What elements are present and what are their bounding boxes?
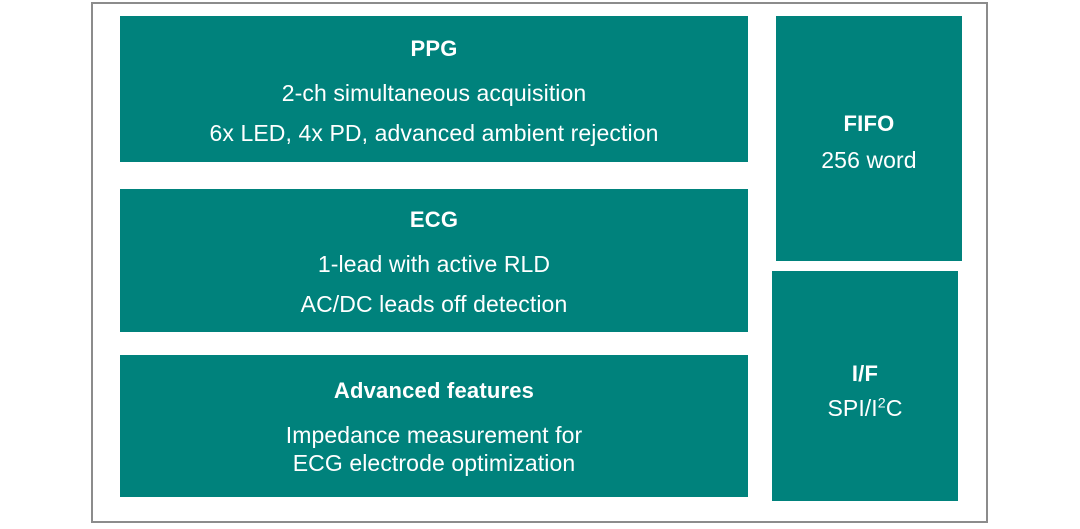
block-advanced-features-line-1: Impedance measurement for xyxy=(285,422,583,449)
block-ecg: ECG 1-lead with active RLD AC/DC leads o… xyxy=(120,189,748,332)
block-interface: I/F SPI/I2C xyxy=(772,271,958,501)
block-fifo-line-1: 256 word xyxy=(821,146,917,173)
block-fifo: FIFO 256 word xyxy=(776,16,962,261)
block-ppg-line-1: 2-ch simultaneous acquisition xyxy=(281,80,587,107)
block-ecg-title: ECG xyxy=(409,206,459,232)
block-ecg-line-1: 1-lead with active RLD xyxy=(317,250,551,277)
block-interface-text-group: I/F SPI/I2C xyxy=(827,361,903,422)
block-advanced-features-line-2: ECG electrode optimization xyxy=(292,450,576,477)
block-advanced-features-title: Advanced features xyxy=(333,378,535,404)
block-interface-line-1: SPI/I2C xyxy=(827,395,903,422)
block-fifo-text-group: FIFO 256 word xyxy=(821,110,917,174)
block-interface-title: I/F xyxy=(851,361,879,387)
block-ecg-line-2: AC/DC leads off detection xyxy=(300,290,568,317)
block-fifo-title: FIFO xyxy=(843,110,895,136)
block-ppg-line-2: 6x LED, 4x PD, advanced ambient rejectio… xyxy=(209,120,659,147)
block-ppg-title: PPG xyxy=(410,36,458,62)
block-advanced-features: Advanced features Impedance measurement … xyxy=(120,355,748,497)
block-ppg: PPG 2-ch simultaneous acquisition 6x LED… xyxy=(120,16,748,162)
